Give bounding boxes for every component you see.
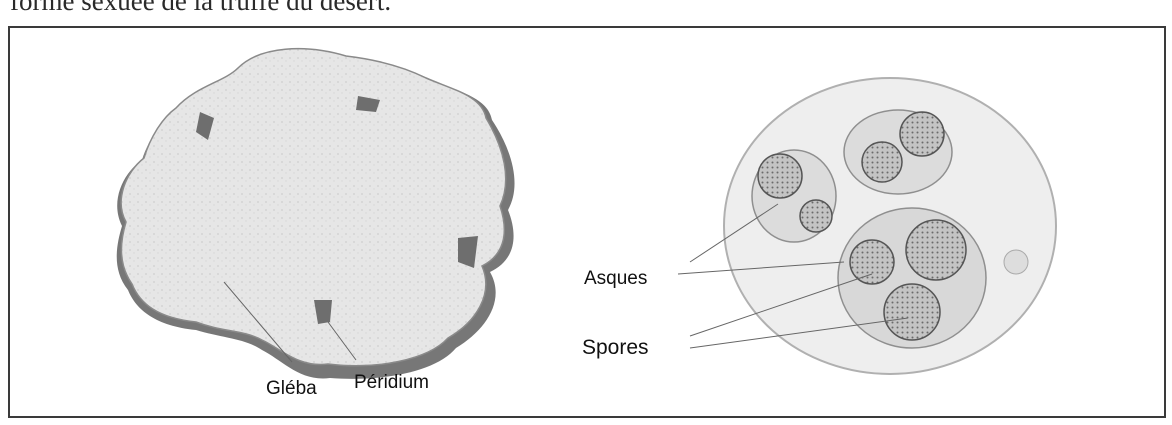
spore-4 — [900, 112, 944, 156]
truffle-gleba — [121, 49, 506, 366]
small-cell — [1004, 250, 1028, 274]
spore-3 — [862, 142, 902, 182]
peridium-label: Péridium — [354, 372, 429, 394]
asques-label: Asques — [584, 268, 647, 290]
spores-label: Spores — [582, 336, 649, 360]
gleba-label: Gléba — [266, 378, 317, 400]
spore-2 — [800, 200, 832, 232]
truffle-cross-section — [117, 49, 515, 379]
spore-5 — [850, 240, 894, 284]
spore-6 — [906, 220, 966, 280]
spore-1 — [758, 154, 802, 198]
microscope-view — [724, 78, 1056, 374]
spore-7 — [884, 284, 940, 340]
